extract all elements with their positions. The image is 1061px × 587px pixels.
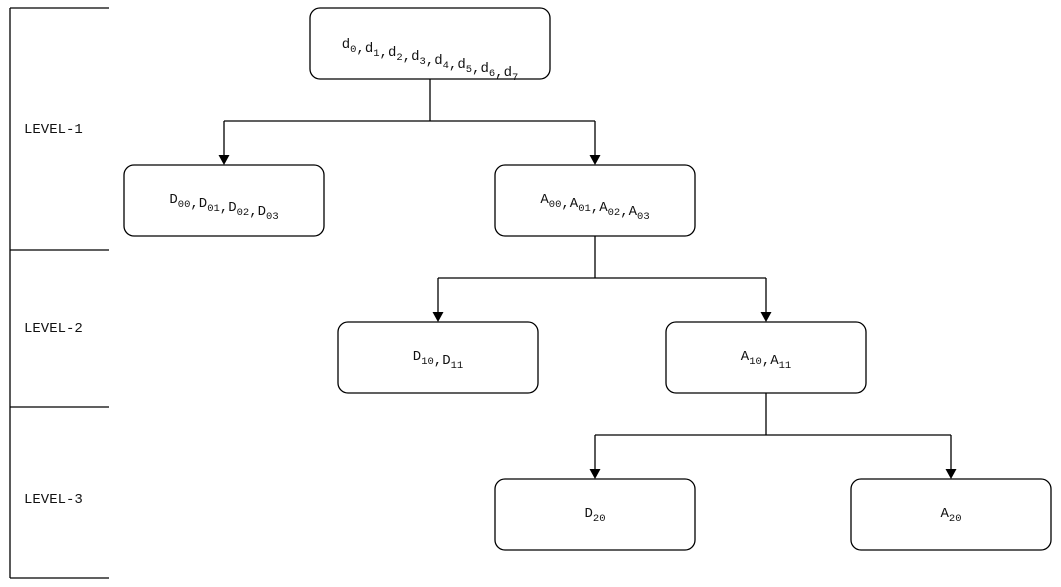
connectors [218,79,957,479]
level-2-label: LEVEL-2 [24,321,83,337]
label-base: , [220,200,228,216]
label-base: A [599,200,608,216]
label-base: , [434,353,442,369]
node-d2-box [494,478,696,551]
level-1-label: LEVEL-1 [24,122,83,138]
arrowhead-a2 [945,469,957,479]
arrowhead-d0 [218,155,230,165]
node-a2-text: A20 [940,506,961,525]
label-base: A [770,353,779,369]
node-a2: A20 [850,478,1052,551]
node-root: d0,d1,d2,d3,d4,d5,d6,d7 [309,7,551,84]
label-base: , [380,45,388,61]
label-base: A [540,192,549,208]
level-3-label: LEVEL-3 [24,492,83,508]
node-d2-text: D20 [584,506,605,525]
label-subscript: 2 [396,52,402,64]
label-subscript: 6 [489,68,495,80]
node-root-text: d0,d1,d2,d3,d4,d5,d6,d7 [342,37,519,84]
node-d0-box [123,164,325,237]
label-base: A [940,506,949,522]
label-base: d [480,61,488,77]
label-subscript: 03 [637,211,650,223]
label-base: d [411,49,419,65]
label-base: , [472,61,480,77]
label-subscript: 00 [178,199,191,211]
arrowhead-d2 [589,469,601,479]
node-d1-text: D10,D11 [413,349,463,372]
label-base: , [495,65,503,81]
label-base: d [365,41,373,57]
label-subscript: 5 [466,64,472,76]
label-base: A [570,196,579,212]
arrowhead-a0 [589,155,601,165]
label-base: , [762,353,770,369]
label-subscript: 4 [443,60,449,72]
label-base: d [388,45,396,61]
label-base: A [629,204,638,220]
label-subscript: 11 [451,360,464,372]
label-base: A [741,349,750,365]
label-subscript: 1 [373,48,379,60]
node-d1: D10,D11 [337,321,539,394]
label-base: d [457,57,465,73]
node-a0-box [494,164,696,237]
label-base: , [403,49,411,65]
label-base: D [413,349,421,365]
label-base: d [434,53,442,69]
label-subscript: 02 [237,207,250,219]
label-subscript: 7 [512,72,518,84]
node-root-box [309,7,551,80]
node-a2-box [850,478,1052,551]
label-base: , [561,196,569,212]
label-base: D [442,353,450,369]
label-subscript: 20 [949,513,962,525]
label-subscript: 01 [578,203,591,215]
label-base: , [190,196,198,212]
label-base: D [584,506,592,522]
label-subscript: 02 [608,207,621,219]
label-subscript: 01 [207,203,220,215]
node-a1-text: A10,A11 [741,349,791,372]
label-base: D [199,196,207,212]
label-subscript: 00 [549,199,562,211]
label-subscript: 10 [421,356,434,368]
node-d0: D00,D01,D02,D03 [123,164,325,237]
label-subscript: 3 [419,56,425,68]
label-subscript: 10 [749,356,762,368]
label-base: D [228,200,236,216]
label-base: d [504,65,512,81]
label-base: , [249,204,257,220]
node-a0: A00,A01,A02,A03 [494,164,696,237]
label-base: , [591,200,599,216]
node-a1: A10,A11 [665,321,867,394]
label-subscript: 11 [779,360,792,372]
node-a0-text: A00,A01,A02,A03 [540,192,649,223]
node-a1-box [665,321,867,394]
label-base: D [258,204,266,220]
label-subscript: 20 [593,513,606,525]
label-base: D [169,192,177,208]
level-bracket [9,7,109,579]
label-subscript: 03 [266,211,279,223]
arrowhead-d1 [432,312,444,322]
node-d1-box [337,321,539,394]
label-base: , [356,41,364,57]
node-d2: D20 [494,478,696,551]
arrowhead-a1 [760,312,772,322]
label-base: d [342,37,350,53]
node-d0-text: D00,D01,D02,D03 [169,192,278,223]
label-subscript: 0 [350,44,356,56]
label-base: , [449,57,457,73]
label-base: , [426,53,434,69]
label-base: , [620,204,628,220]
